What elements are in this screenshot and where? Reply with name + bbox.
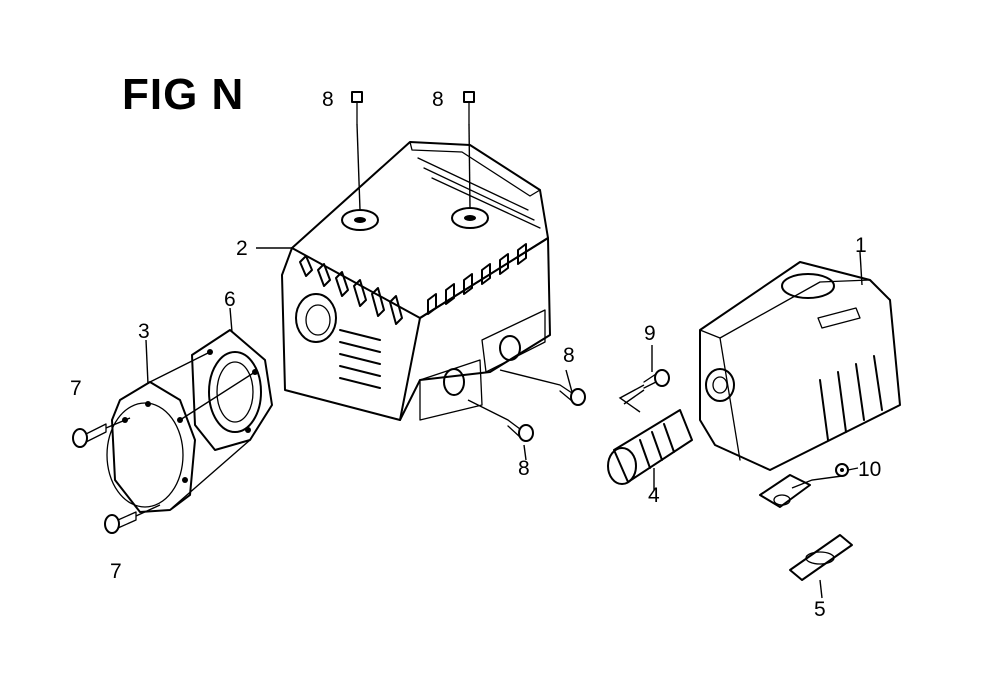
bolt-7-upper	[72, 423, 107, 448]
bolt-8-top-right	[463, 91, 475, 125]
callout-10: 10	[858, 458, 881, 481]
part-5-gasket	[789, 534, 853, 581]
leader-lines	[105, 123, 863, 599]
callout-3: 3	[138, 320, 150, 343]
callout-9: 9	[644, 322, 656, 345]
bolt-8-lower	[507, 419, 534, 442]
figure-title: FIG N	[122, 70, 245, 119]
callout-8-right: 8	[563, 344, 575, 367]
callout-8-top-right: 8	[432, 88, 444, 111]
part-3-end-cap	[106, 381, 196, 513]
callout-4: 4	[648, 484, 660, 507]
callout-7-lower: 7	[110, 560, 122, 583]
part-4-spark-arrester	[607, 409, 693, 485]
part-2-cover	[281, 141, 551, 421]
callout-1: 1	[855, 234, 867, 257]
bolt-7-lower	[104, 511, 137, 534]
callout-5: 5	[814, 598, 826, 621]
callout-labels: 1 2 3 4 5 6 7 7 8 8 8 8 9 10	[70, 88, 881, 621]
callout-7-upper: 7	[70, 377, 82, 400]
bolt-8-top-left	[351, 91, 363, 125]
nut-10	[835, 463, 849, 477]
callout-8-top-left: 8	[322, 88, 334, 111]
part-6-flange-plate	[191, 329, 273, 451]
bolt-8-right	[559, 384, 586, 406]
callout-2: 2	[236, 237, 248, 260]
part-1-muffler	[699, 261, 901, 508]
callout-8-lower: 8	[518, 457, 530, 480]
callout-6: 6	[224, 288, 236, 311]
bolt-9	[643, 369, 670, 389]
